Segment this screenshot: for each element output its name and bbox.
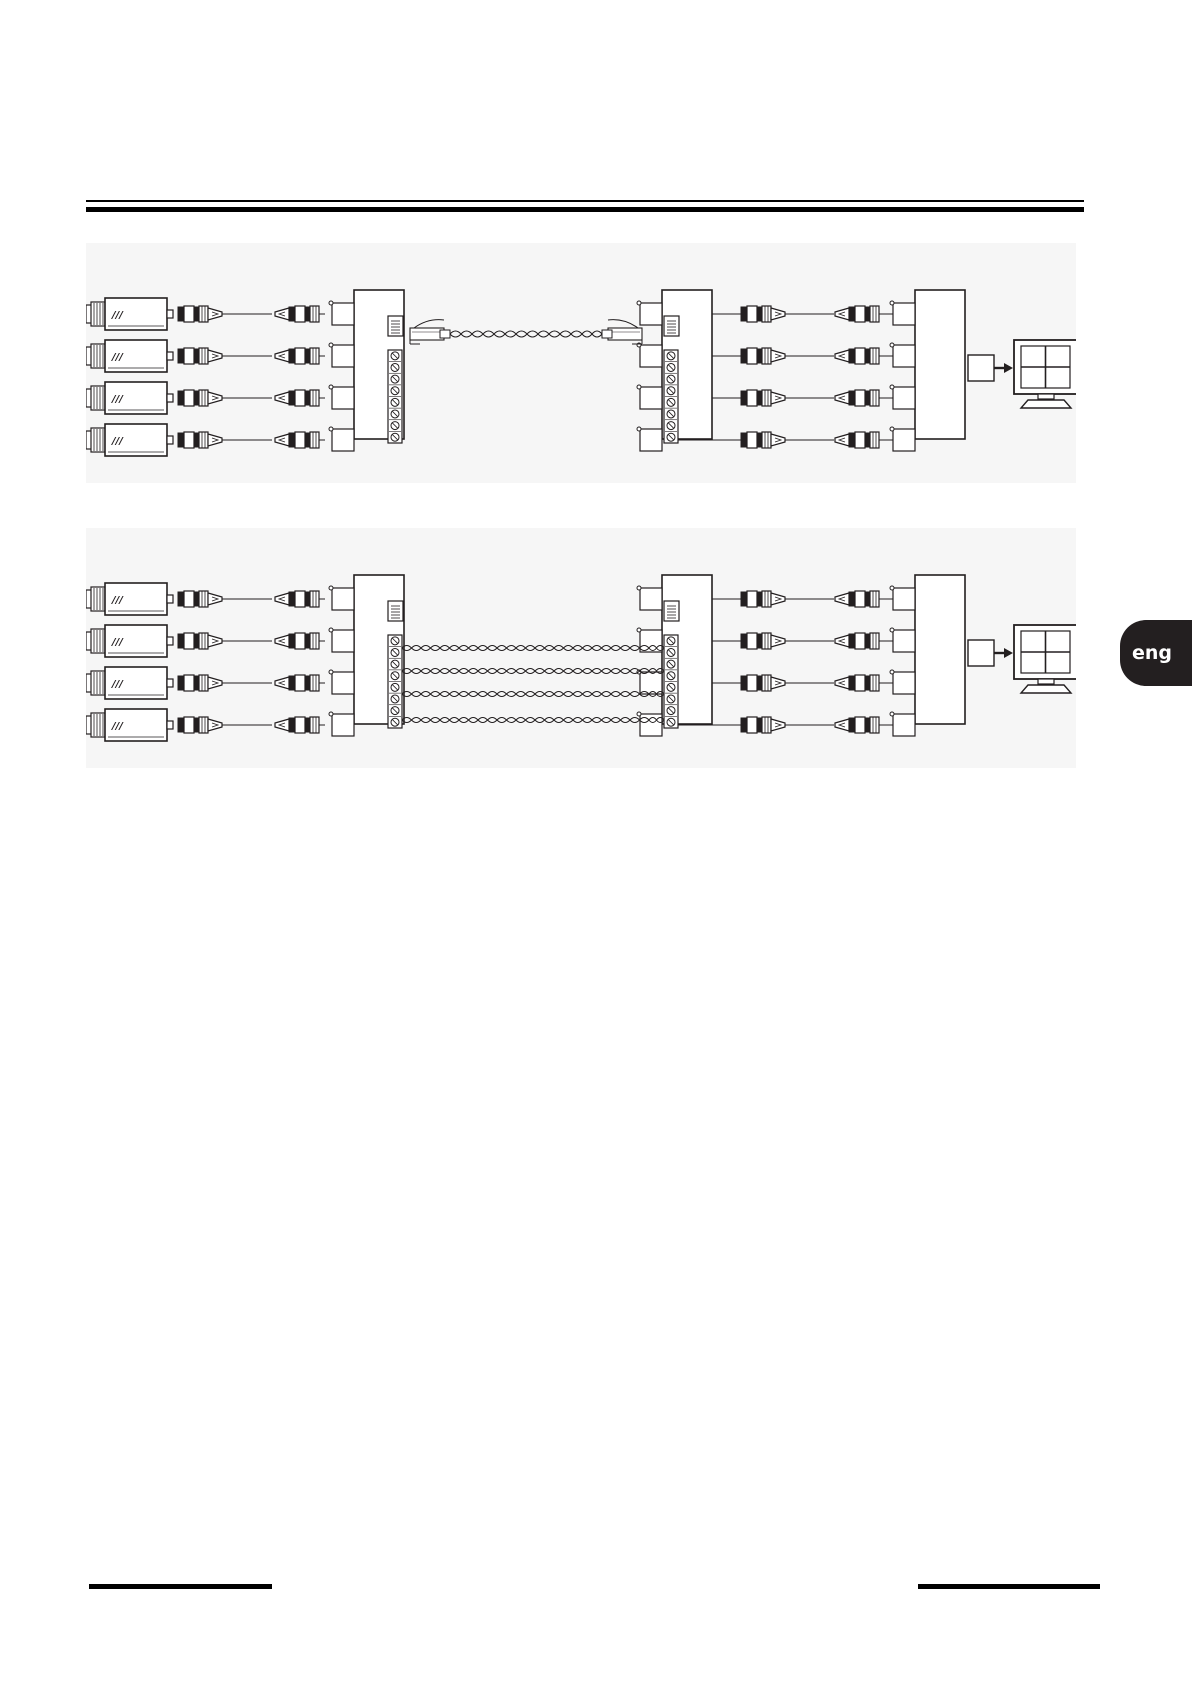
language-tab-label: eng	[1132, 642, 1172, 664]
svg-text:///: ///	[111, 310, 124, 321]
svg-text:///: ///	[111, 595, 124, 606]
svg-text:///: ///	[111, 721, 124, 732]
camera-icon: ///	[86, 424, 173, 456]
svg-text:///: ///	[111, 679, 124, 690]
connection-diagram-twisted-pairs: /// /// /// ///	[86, 528, 1076, 768]
camera-icon: ///	[86, 382, 173, 414]
language-tab[interactable]: eng	[1120, 620, 1192, 686]
camera-icon: ///	[86, 583, 173, 615]
connection-diagram-rj45: /// /// /// ///	[86, 243, 1076, 483]
svg-text:///: ///	[111, 352, 124, 363]
svg-text:///: ///	[111, 637, 124, 648]
camera-icon: ///	[86, 667, 173, 699]
footer-rule-left	[89, 1584, 272, 1589]
svg-text:///: ///	[111, 394, 124, 405]
camera-icon: ///	[86, 298, 173, 330]
camera-icon: ///	[86, 340, 173, 372]
camera-icon: ///	[86, 625, 173, 657]
header-rule-thick	[86, 207, 1084, 212]
svg-text:///: ///	[111, 436, 124, 447]
camera-icon: ///	[86, 709, 173, 741]
footer-rule-right	[918, 1584, 1100, 1589]
header-rule-thin	[86, 200, 1084, 202]
